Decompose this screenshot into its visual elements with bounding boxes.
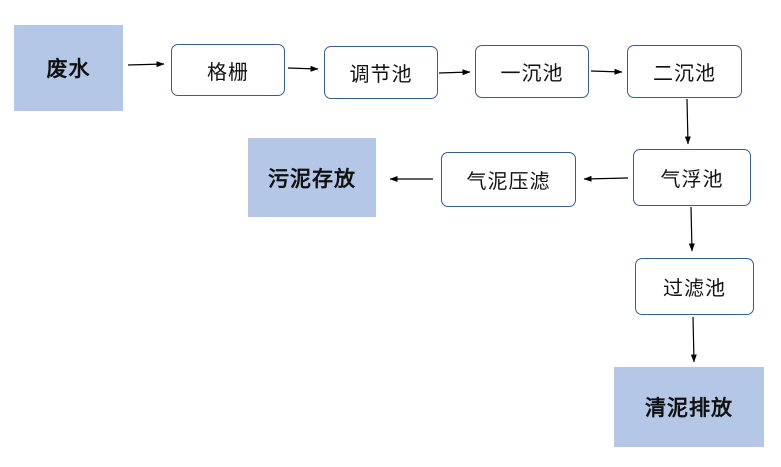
node-filter-tank-label: 过滤池: [663, 276, 726, 300]
node-sludge-press-filter: 气泥压滤: [441, 152, 576, 207]
node-air-flotation: 气浮池: [633, 149, 751, 206]
node-secondary-sedimentation-label: 二沉池: [653, 61, 716, 85]
node-clear-discharge: 清泥排放: [614, 367, 764, 447]
arrow-filter-to-discharge: [690, 316, 697, 363]
node-grille: 格栅: [171, 44, 285, 96]
node-primary-sedimentation: 一沉池: [475, 45, 589, 98]
arrow-regulating-to-primary: [438, 69, 471, 76]
arrow-primary-to-secondary: [590, 68, 623, 75]
node-regulating-tank: 调节池: [324, 46, 438, 99]
node-air-flotation-label: 气浮池: [660, 167, 724, 191]
node-secondary-sedimentation: 二沉池: [627, 45, 742, 98]
arrow-grille-to-regulating: [287, 65, 319, 72]
node-sludge-storage-label: 污泥存放: [268, 166, 356, 191]
node-grille-label: 格栅: [207, 59, 249, 84]
node-sludge-storage: 污泥存放: [248, 138, 376, 217]
node-primary-sedimentation-label: 一沉池: [500, 61, 564, 85]
arrow-flotation-to-filter: [688, 206, 695, 252]
node-wastewater-label: 废水: [46, 57, 91, 81]
node-regulating-tank-label: 调节池: [349, 62, 413, 86]
arrow-flotation-to-press: [583, 175, 629, 182]
arrow-wastewater-to-grille: [127, 61, 165, 68]
node-filter-tank: 过滤池: [635, 258, 754, 315]
node-sludge-press-filter-label: 气泥压滤: [466, 169, 551, 193]
node-clear-discharge-label: 清泥排放: [645, 396, 733, 420]
node-wastewater: 废水: [14, 25, 123, 111]
arrow-secondary-to-flotation: [684, 98, 691, 145]
